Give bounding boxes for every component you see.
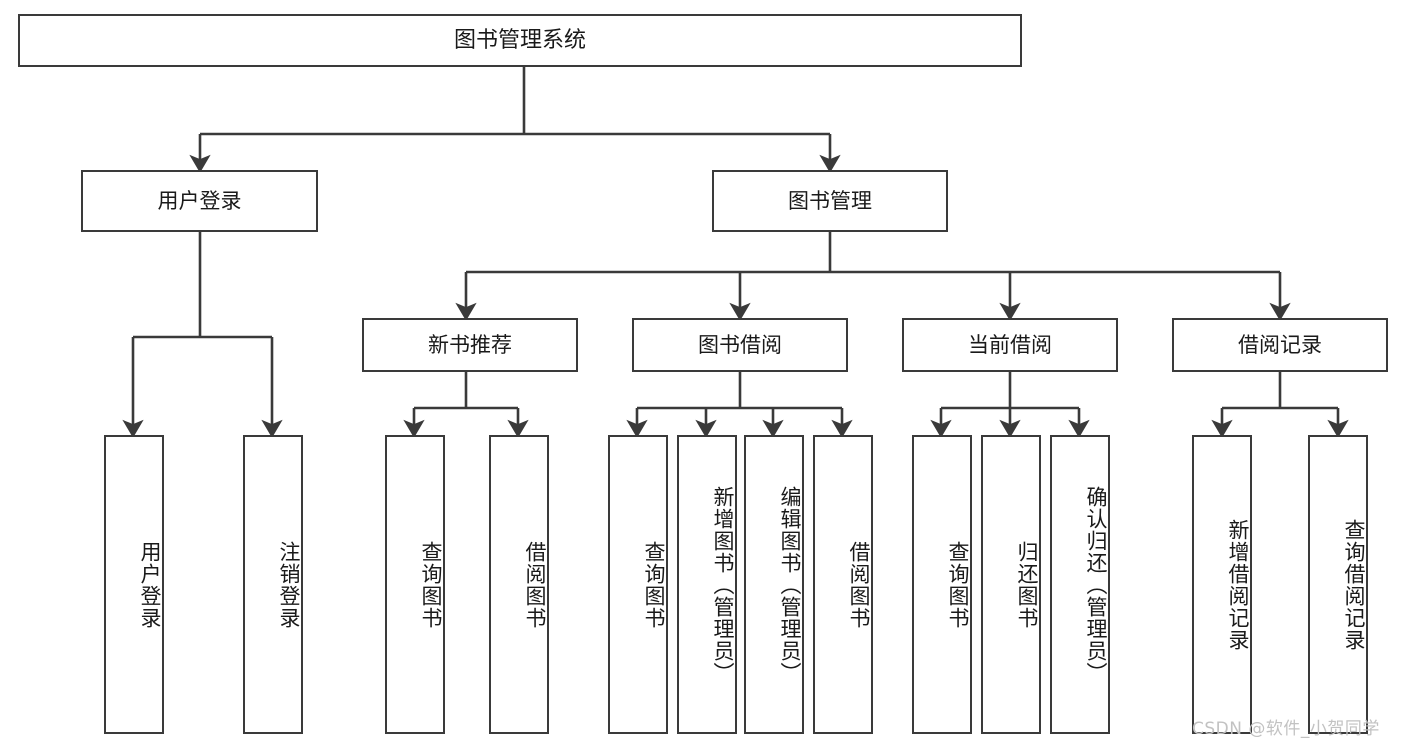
node-book-management[interactable]: 图书管理	[712, 170, 948, 232]
node-leaf-user-login[interactable]: 用户登录	[104, 435, 164, 734]
node-leaf-edit-book[interactable]: 编辑图书（管理员）	[744, 435, 804, 734]
node-current-borrow[interactable]: 当前借阅	[902, 318, 1118, 372]
csdn-watermark: CSDN @软件_小贺同学	[1192, 719, 1380, 739]
leaf-label: 编辑图书（管理员）	[778, 485, 802, 684]
node-new-book-recommend[interactable]: 新书推荐	[362, 318, 578, 372]
leaf-label: 查询图书	[642, 540, 666, 629]
leaf-label: 查询图书	[946, 540, 970, 629]
leaf-label: 用户登录	[138, 540, 162, 629]
node-leaf-add-record[interactable]: 新增借阅记录	[1192, 435, 1252, 734]
node-book-borrow[interactable]: 图书借阅	[632, 318, 848, 372]
leaf-label: 借阅图书	[847, 540, 871, 629]
node-leaf-add-book[interactable]: 新增图书（管理员）	[677, 435, 737, 734]
leaf-label: 查询图书	[419, 540, 443, 629]
node-leaf-borrow-book-1[interactable]: 借阅图书	[489, 435, 549, 734]
node-leaf-query-record[interactable]: 查询借阅记录	[1308, 435, 1368, 734]
leaf-label: 新增图书（管理员）	[711, 485, 735, 684]
node-leaf-return-book[interactable]: 归还图书	[981, 435, 1041, 734]
node-leaf-query-book-3[interactable]: 查询图书	[912, 435, 972, 734]
leaf-label: 新增借阅记录	[1226, 518, 1250, 651]
node-leaf-user-logout[interactable]: 注销登录	[243, 435, 303, 734]
node-borrow-record[interactable]: 借阅记录	[1172, 318, 1388, 372]
leaf-label: 借阅图书	[523, 540, 547, 629]
node-user-login[interactable]: 用户登录	[81, 170, 318, 232]
leaf-label: 确认归还（管理员）	[1084, 485, 1108, 684]
leaf-label: 查询借阅记录	[1342, 518, 1366, 651]
node-leaf-query-book-2[interactable]: 查询图书	[608, 435, 668, 734]
node-leaf-query-book-1[interactable]: 查询图书	[385, 435, 445, 734]
leaf-label: 归还图书	[1015, 540, 1039, 629]
node-leaf-borrow-book-2[interactable]: 借阅图书	[813, 435, 873, 734]
leaf-label: 注销登录	[277, 540, 301, 629]
node-root-system[interactable]: 图书管理系统	[18, 14, 1022, 67]
node-leaf-confirm-return[interactable]: 确认归还（管理员）	[1050, 435, 1110, 734]
